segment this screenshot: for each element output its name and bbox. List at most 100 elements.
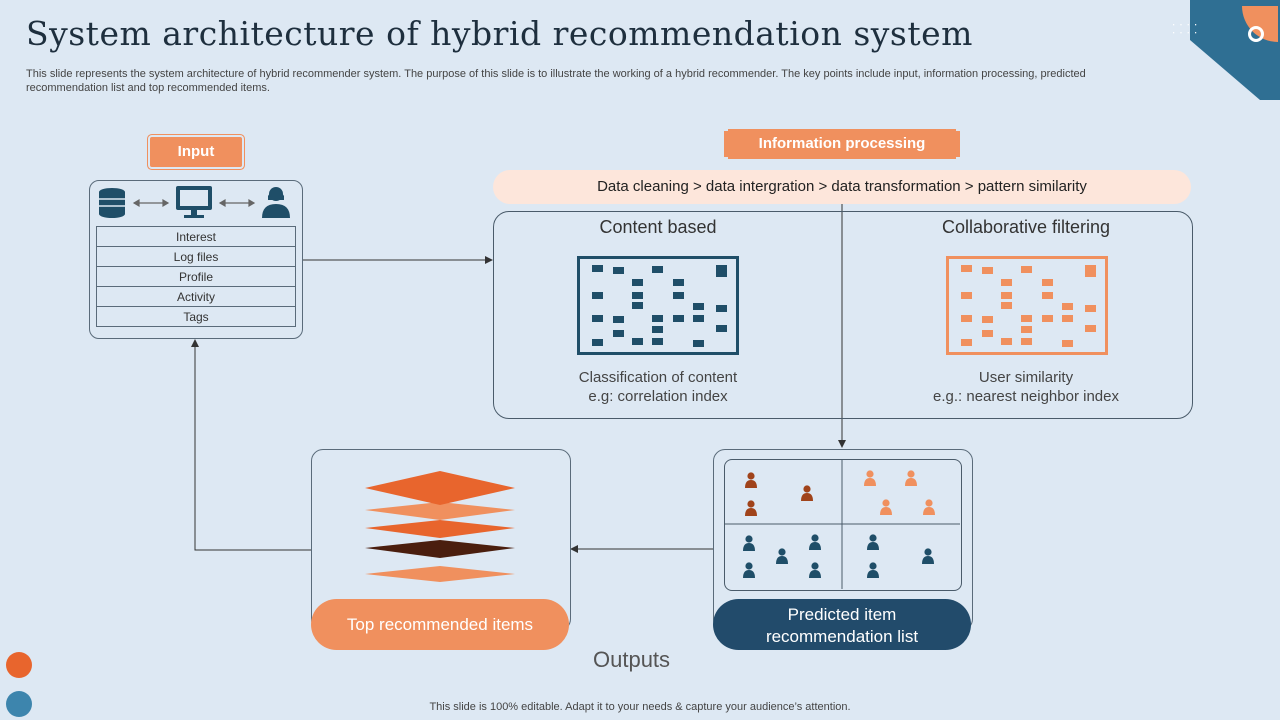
person-icon bbox=[801, 485, 813, 501]
matrix-cell bbox=[716, 265, 727, 272]
matrix-cell bbox=[982, 316, 993, 323]
matrix-cell bbox=[1085, 265, 1096, 272]
matrix-cell bbox=[961, 315, 972, 322]
matrix-cell bbox=[1062, 315, 1073, 322]
double-arrow-icon bbox=[218, 198, 256, 208]
information-processing-label: Information processing bbox=[728, 129, 956, 159]
attribute-cell: Log files bbox=[96, 246, 296, 267]
matrix-cell bbox=[1085, 270, 1096, 277]
content-based-title: Content based bbox=[599, 217, 717, 237]
layer bbox=[365, 566, 515, 582]
collaborative-description: User similarity e.g.: nearest neighbor i… bbox=[876, 368, 1176, 406]
decorative-circle-blue bbox=[6, 691, 32, 717]
matrix-cell bbox=[652, 338, 663, 345]
person-icon bbox=[745, 500, 757, 516]
attribute-cell: Interest bbox=[96, 226, 296, 247]
matrix-cell bbox=[982, 267, 993, 274]
matrix-cell bbox=[652, 315, 663, 322]
layer bbox=[365, 502, 515, 520]
attribute-cell: Tags bbox=[96, 306, 296, 327]
matrix-cell bbox=[1021, 315, 1032, 322]
user-icon bbox=[262, 187, 290, 218]
footer-note: This slide is 100% editable. Adapt it to… bbox=[429, 701, 851, 713]
matrix-cell bbox=[693, 315, 704, 322]
matrix-cell bbox=[961, 339, 972, 346]
matrix-cell bbox=[1085, 305, 1096, 312]
collab-desc-line2: e.g.: nearest neighbor index bbox=[933, 388, 1119, 405]
input-attribute-table: Interest Log files Profile Activity Tags bbox=[96, 226, 296, 327]
predicted-list-label: Predicted item recommendation list bbox=[713, 599, 971, 650]
attribute-cell: Activity bbox=[96, 286, 296, 307]
matrix-cell bbox=[1001, 292, 1012, 299]
matrix-cell bbox=[652, 326, 663, 333]
page-subtitle: This slide represents the system archite… bbox=[26, 68, 1086, 94]
matrix-cell bbox=[632, 292, 643, 299]
matrix-cell bbox=[1085, 325, 1096, 332]
matrix-cell bbox=[613, 316, 624, 323]
person-icon bbox=[923, 499, 935, 515]
matrix-cell bbox=[961, 292, 972, 299]
double-arrow-icon bbox=[132, 198, 170, 208]
person-icon bbox=[809, 562, 821, 578]
matrix-cell bbox=[613, 330, 624, 337]
matrix-cell bbox=[592, 292, 603, 299]
top-recommended-items-label: Top recommended items bbox=[311, 599, 569, 650]
predicted-label-line1: Predicted item bbox=[787, 605, 897, 624]
input-label: Input bbox=[150, 137, 242, 167]
dots-decoration: ∙∙∙∙∙∙∙∙ bbox=[1172, 17, 1202, 39]
matrix-cell bbox=[1001, 302, 1012, 309]
person-icon bbox=[867, 562, 879, 578]
person-icon bbox=[905, 470, 917, 486]
matrix-cell bbox=[693, 340, 704, 347]
matrix-cell bbox=[592, 265, 603, 272]
processing-pipeline: Data cleaning > data intergration > data… bbox=[493, 170, 1191, 204]
decorative-circle-orange bbox=[6, 652, 32, 678]
person-icon bbox=[867, 534, 879, 550]
matrix-cell bbox=[716, 325, 727, 332]
person-icon bbox=[880, 499, 892, 515]
outputs-label: Outputs bbox=[593, 647, 671, 672]
processing-box bbox=[493, 211, 1193, 419]
person-icon bbox=[809, 534, 821, 550]
matrix-cell bbox=[1021, 338, 1032, 345]
matrix-cell bbox=[632, 302, 643, 309]
matrix-cell bbox=[1001, 279, 1012, 286]
matrix-cell bbox=[1001, 338, 1012, 345]
person-icon bbox=[922, 548, 934, 564]
person-icon bbox=[743, 535, 755, 551]
matrix-cell bbox=[652, 266, 663, 273]
collaborative-filtering-title: Collaborative filtering bbox=[941, 217, 1111, 237]
content-matrix-icon bbox=[577, 256, 739, 355]
matrix-cell bbox=[716, 305, 727, 312]
content-based-description: Classification of content e.g: correlati… bbox=[508, 368, 808, 406]
person-icon bbox=[745, 472, 757, 488]
matrix-cell bbox=[673, 315, 684, 322]
person-icon bbox=[864, 470, 876, 486]
matrix-cell bbox=[716, 270, 727, 277]
matrix-cell bbox=[1042, 315, 1053, 322]
matrix-cell bbox=[592, 315, 603, 322]
matrix-cell bbox=[632, 338, 643, 345]
arrow-top-to-input bbox=[191, 339, 311, 551]
matrix-cell bbox=[613, 267, 624, 274]
user-cluster-grid bbox=[724, 459, 962, 591]
layer bbox=[365, 540, 515, 558]
matrix-cell bbox=[1042, 279, 1053, 286]
layer bbox=[365, 520, 515, 538]
matrix-cell bbox=[1042, 292, 1053, 299]
matrix-cell bbox=[982, 330, 993, 337]
page-title: System architecture of hybrid recommenda… bbox=[26, 14, 973, 53]
layer bbox=[365, 471, 515, 505]
computer-icon bbox=[176, 186, 212, 218]
input-icon-row bbox=[99, 186, 290, 218]
matrix-cell bbox=[1021, 266, 1032, 273]
matrix-cell bbox=[673, 279, 684, 286]
matrix-cell bbox=[592, 339, 603, 346]
matrix-cell bbox=[1062, 340, 1073, 347]
matrix-cell bbox=[961, 265, 972, 272]
layers-stack-icon bbox=[365, 471, 515, 582]
content-desc-line1: Classification of content bbox=[578, 369, 738, 386]
